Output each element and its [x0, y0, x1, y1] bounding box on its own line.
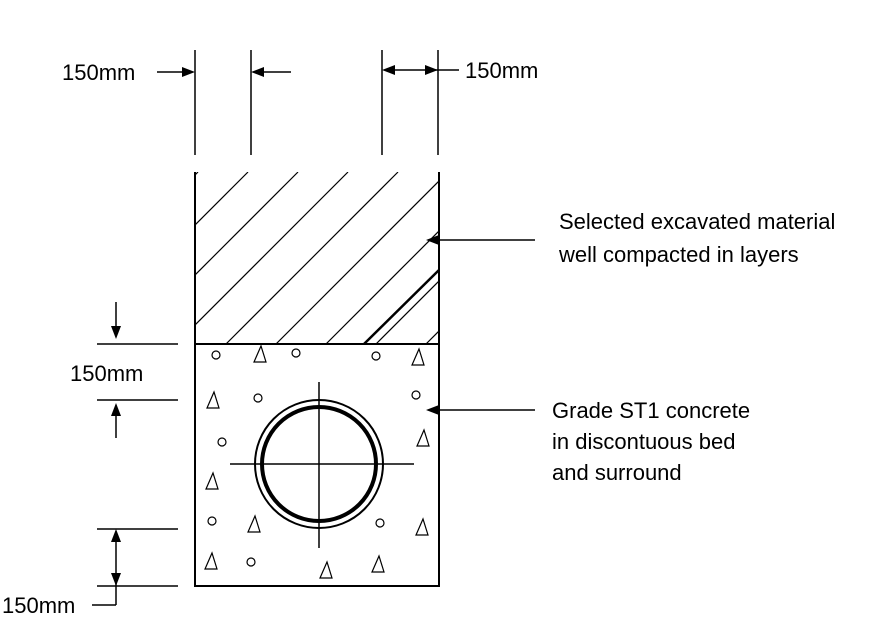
hatch-line [375, 280, 439, 344]
hatch-line [275, 180, 439, 344]
dimension-label-bed-below: 150mm [2, 593, 75, 618]
arrow-head [111, 529, 121, 542]
concrete-note-line-2: in discontuous bed [552, 429, 735, 454]
hatch-line [195, 172, 299, 276]
dimension-bed-above [97, 302, 178, 438]
aggregate-stone [319, 560, 333, 579]
arrow-head [251, 67, 264, 77]
backfill-hatching [0, 172, 439, 344]
backfill-note-line-2: well compacted in layers [558, 242, 799, 267]
dimension-top-left [157, 50, 291, 155]
aggregate-stone [415, 517, 429, 536]
arrow-head [426, 235, 439, 245]
dimension-top-right [381, 50, 459, 155]
dimension-label-top-left: 150mm [62, 60, 135, 85]
backfill-compaction-line [363, 269, 440, 345]
aggregate-stone [371, 554, 385, 573]
hatch-line [0, 172, 148, 344]
hatch-line [225, 172, 399, 344]
aggregate-pebble [291, 348, 301, 358]
arrow-head [426, 405, 439, 415]
leader-concrete [426, 405, 535, 415]
aggregate-pebble [371, 351, 381, 361]
aggregate-stone [205, 471, 219, 490]
arrow-head [182, 67, 195, 77]
dimension-bed-below [92, 528, 178, 606]
aggregate-stone [206, 390, 220, 409]
aggregate-pebble [207, 516, 217, 526]
arrow-head [425, 65, 438, 75]
concrete-surround-zone [194, 343, 440, 587]
aggregate-stone [416, 428, 430, 447]
concrete-note-line-3: and surround [552, 460, 682, 485]
backfill-note-line-1: Selected excavated material [559, 209, 835, 234]
aggregate-pebble [253, 393, 263, 403]
leader-backfill [426, 235, 535, 245]
aggregate-stone [247, 514, 261, 533]
pipe [230, 382, 414, 548]
concrete-surround-outline [194, 343, 440, 587]
aggregate-pebble [246, 557, 256, 567]
backfill-zone [0, 172, 440, 345]
arrow-head [111, 403, 121, 416]
arrow-head [111, 573, 121, 586]
aggregate-stone [204, 551, 218, 570]
hatch-line [195, 172, 249, 226]
arrow-head [382, 65, 395, 75]
aggregate-pebble [217, 437, 227, 447]
aggregate-pebble [411, 390, 421, 400]
hatch-line [195, 172, 199, 176]
arrow-head [111, 326, 121, 339]
hatch-line [195, 172, 349, 326]
dimension-label-bed-above: 150mm [70, 361, 143, 386]
dimension-label-top-right: 150mm [465, 58, 538, 83]
aggregate-stone [253, 344, 267, 363]
aggregate-pebble [211, 350, 221, 360]
hatch-line [325, 230, 439, 344]
aggregate-stone [411, 347, 425, 366]
aggregate-pebble [375, 518, 385, 528]
concrete-note-line-1: Grade ST1 concrete [552, 398, 750, 423]
concrete-aggregate [204, 344, 430, 579]
